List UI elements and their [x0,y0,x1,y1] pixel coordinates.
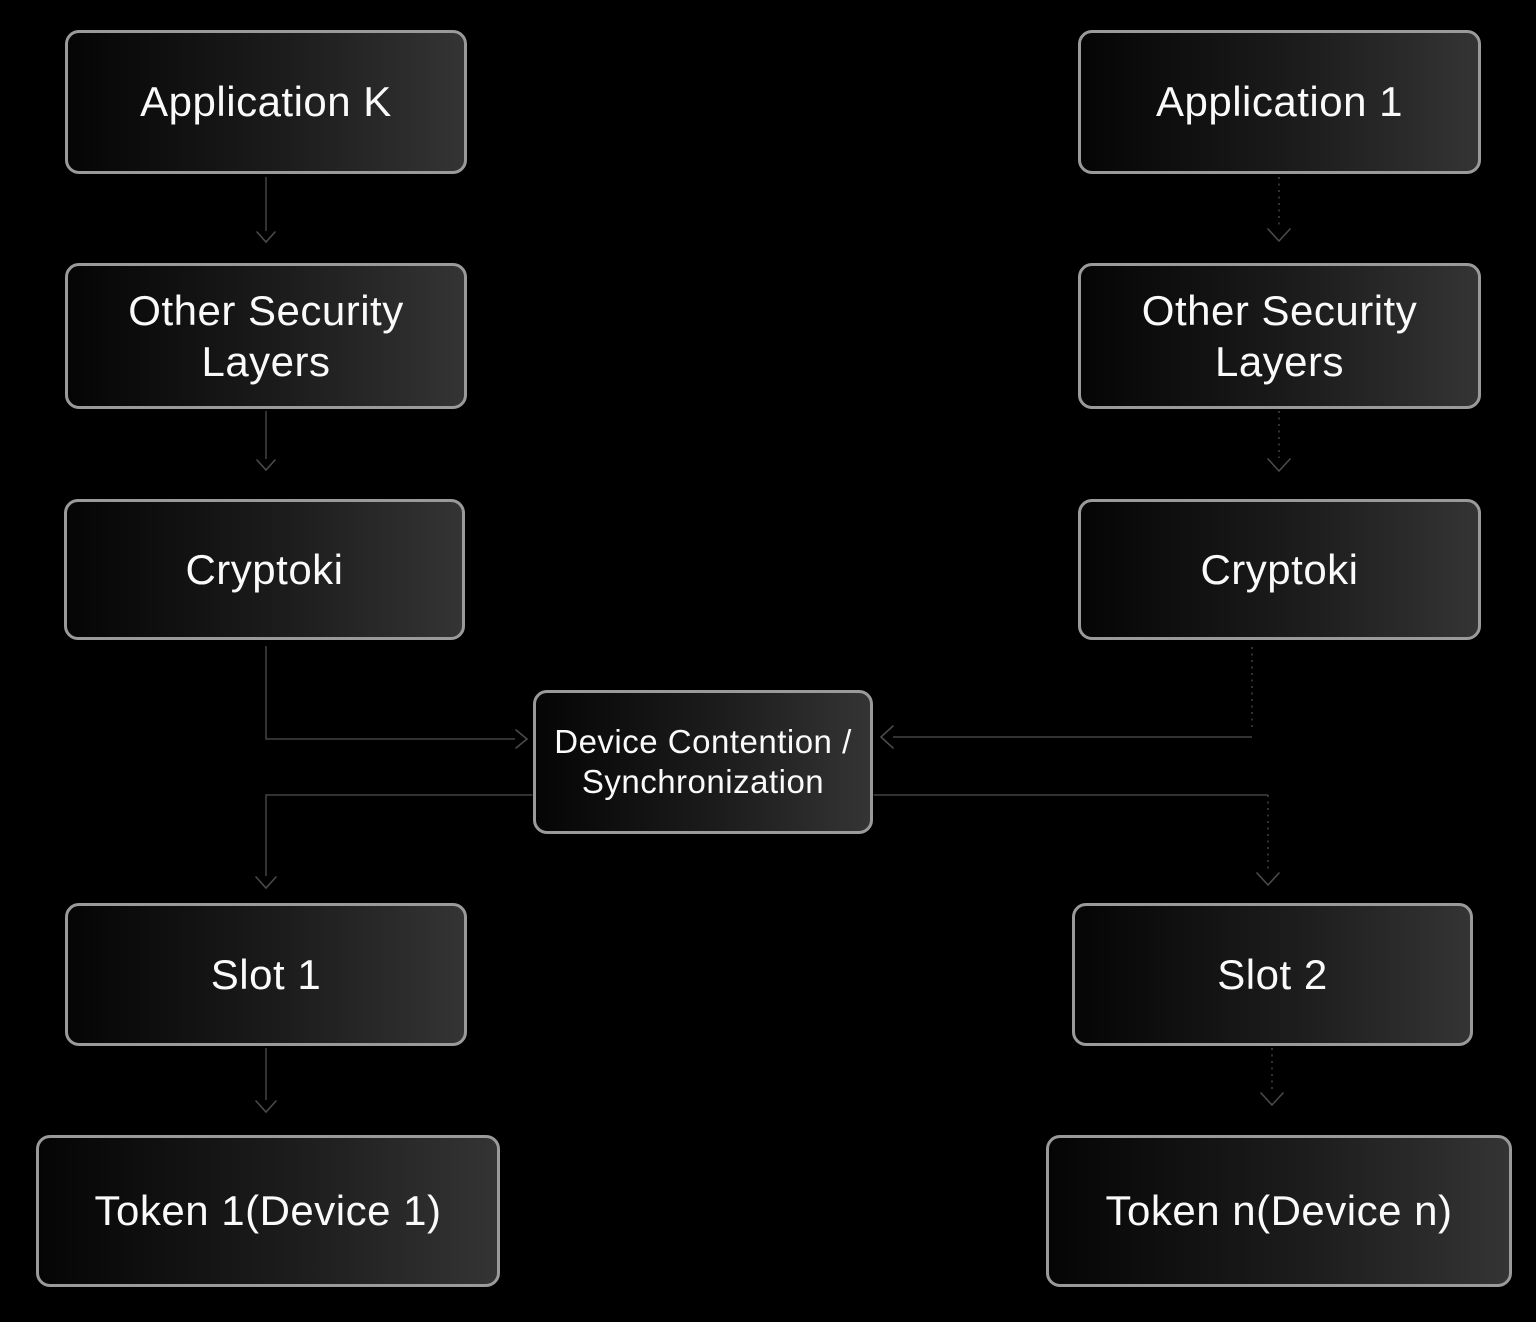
arrowhead-down-icon [255,876,277,890]
arrowhead-down-icon [1260,1092,1284,1107]
arrowhead-down-icon [256,231,276,244]
edge-device-contention-to-slot-2 [873,794,1280,887]
node-cryptoki-right: Cryptoki [1078,499,1481,640]
node-slot-1: Slot 1 [65,903,467,1046]
edge-device-contention-to-slot-1 [255,794,533,890]
node-token-n-device-n: Token n(Device n) [1046,1135,1512,1287]
edge-osl-right-to-cryptoki-right [1267,411,1291,473]
node-label: Other Security Layers [128,286,404,385]
node-label: Cryptoki [1200,545,1359,593]
edge-slot-1-to-token-1 [255,1048,277,1114]
node-label: Application K [140,78,392,126]
arrowhead-right-icon [515,729,529,749]
arrowhead-down-icon [256,459,276,472]
node-label: Application 1 [1156,78,1403,126]
node-application-k: Application K [65,30,467,174]
arrowhead-left-icon [879,725,894,749]
node-label: Device Contention / Synchronization [554,722,852,800]
node-other-security-layers-left: Other Security Layers [65,263,467,409]
node-label: Cryptoki [185,545,344,593]
edge-app1-to-osl-right [1267,177,1291,243]
node-other-security-layers-right: Other Security Layers [1078,263,1481,409]
arrowhead-down-icon [1267,458,1291,473]
node-label: Token 1(Device 1) [94,1187,442,1235]
edge-cryptoki-right-to-device-contention [879,647,1253,749]
arrowhead-down-icon [1256,872,1280,887]
node-label: Other Security Layers [1141,286,1418,385]
node-label: Token n(Device n) [1105,1187,1453,1235]
node-cryptoki-left: Cryptoki [64,499,465,640]
arrowhead-down-icon [1267,228,1291,243]
node-token-1-device-1: Token 1(Device 1) [36,1135,500,1287]
node-label: Slot 2 [1217,950,1328,998]
node-device-contention-synchronization: Device Contention / Synchronization [533,690,873,834]
edge-appk-to-osl-left [256,177,276,244]
arrowhead-down-icon [255,1100,277,1114]
node-application-1: Application 1 [1078,30,1481,174]
node-slot-2: Slot 2 [1072,903,1473,1046]
edge-cryptoki-left-to-device-contention [265,646,529,749]
node-label: Slot 1 [210,950,322,998]
edge-slot-2-to-token-n [1260,1048,1284,1107]
edge-osl-left-to-cryptoki-left [256,411,276,472]
